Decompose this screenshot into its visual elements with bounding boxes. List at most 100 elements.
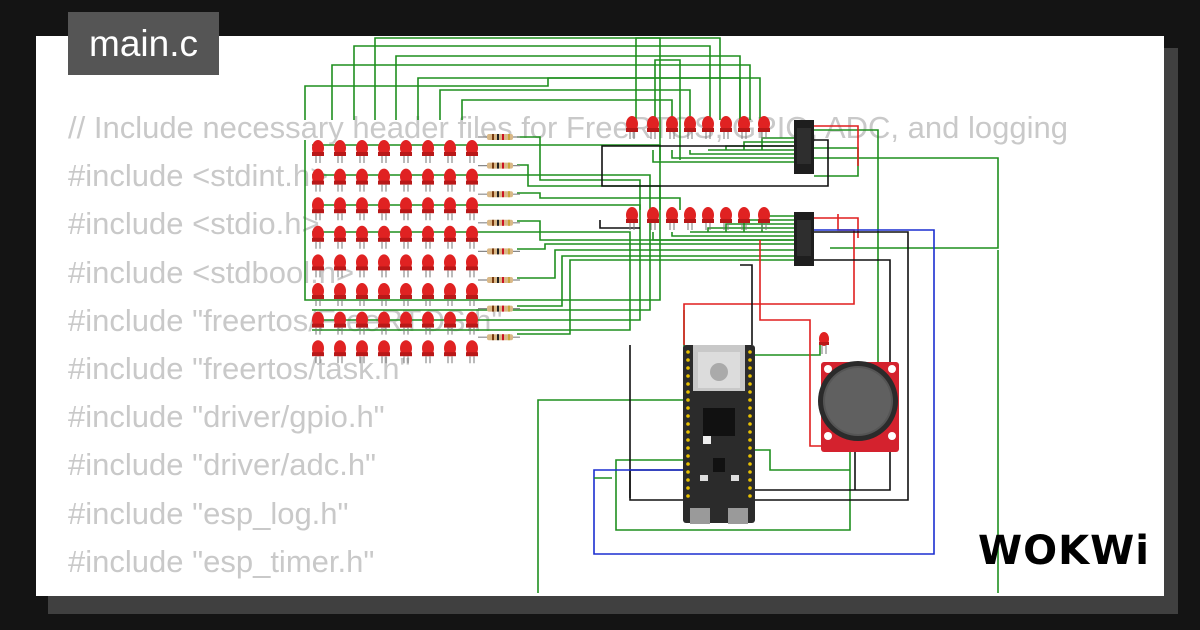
- wire: [517, 136, 641, 210]
- esp-pin: [748, 486, 752, 490]
- esp-pin: [748, 390, 752, 394]
- wire: [517, 164, 661, 210]
- esp-pin: [686, 462, 690, 466]
- matrix-led: [400, 225, 412, 249]
- wire: [353, 45, 711, 120]
- bar-led: [684, 116, 696, 139]
- matrix-led: [378, 225, 390, 249]
- bar-led: [647, 207, 659, 230]
- wire: [461, 99, 673, 120]
- matrix-led: [312, 311, 324, 335]
- wire: [814, 125, 859, 166]
- esp-pin: [748, 366, 752, 370]
- wire: [304, 140, 661, 301]
- matrix-led: [444, 340, 456, 364]
- matrix-led: [334, 225, 346, 249]
- matrix-led: [334, 283, 346, 306]
- matrix-led: [378, 140, 390, 163]
- wire: [814, 217, 859, 238]
- matrix-led: [378, 254, 390, 278]
- bar-led: [738, 207, 750, 230]
- matrix-led: [400, 254, 412, 278]
- resistor: [478, 134, 520, 140]
- matrix-led: [422, 197, 434, 221]
- matrix-led: [356, 311, 368, 335]
- matrix-led: [466, 225, 478, 249]
- wire: [743, 141, 800, 150]
- wire: [629, 231, 909, 501]
- esp-pin: [748, 470, 752, 474]
- matrix-led: [444, 311, 456, 335]
- bar-led: [626, 116, 638, 139]
- matrix-led: [334, 168, 346, 192]
- bar-led: [647, 116, 659, 139]
- esp-pin: [748, 358, 752, 362]
- wire: [652, 232, 800, 241]
- esp-pin: [686, 414, 690, 418]
- matrix-led: [400, 283, 412, 306]
- esp32-board: [683, 345, 755, 524]
- resistor-layer: [478, 134, 520, 341]
- esp-pin: [686, 486, 690, 490]
- esp-pin: [748, 414, 752, 418]
- matrix-led: [356, 140, 368, 163]
- wire: [671, 150, 800, 159]
- bar-led: [720, 116, 732, 139]
- matrix-led: [422, 340, 434, 364]
- matrix-led: [400, 340, 412, 364]
- file-tab[interactable]: main.c: [68, 12, 219, 75]
- matrix-led: [400, 311, 412, 335]
- esp-pin: [748, 446, 752, 450]
- matrix-led: [312, 340, 324, 364]
- esp-pin: [686, 478, 690, 482]
- code-line: // Include necessary header files for Fr…: [68, 110, 1068, 145]
- matrix-led: [466, 197, 478, 221]
- matrix-led: [334, 140, 346, 163]
- matrix-led: [400, 197, 412, 221]
- code-line: #include "esp_log.h": [68, 495, 349, 531]
- esp-pin: [748, 422, 752, 426]
- wire: [517, 243, 800, 250]
- matrix-led: [378, 311, 390, 335]
- wire: [601, 139, 829, 187]
- code-line: #include <stdint.h>: [68, 158, 329, 194]
- matrix-led: [378, 283, 390, 306]
- resistor: [478, 248, 520, 255]
- matrix-led: [356, 197, 368, 221]
- esp-pin: [748, 462, 752, 466]
- matrix-led: [444, 140, 456, 163]
- matrix-led: [422, 311, 434, 335]
- matrix-led: [356, 168, 368, 192]
- matrix-led: [378, 340, 390, 364]
- resistor: [478, 305, 520, 312]
- bar-led: [738, 116, 750, 139]
- bar-led: [702, 116, 714, 139]
- matrix-led: [334, 340, 346, 364]
- matrix-led: [356, 283, 368, 306]
- wire: [814, 147, 859, 177]
- matrix-led: [444, 254, 456, 278]
- wire: [743, 219, 800, 232]
- matrix-led: [400, 140, 412, 163]
- bar-led: [702, 207, 714, 230]
- matrix-led: [422, 254, 434, 278]
- resistor: [478, 219, 520, 226]
- matrix-led: [422, 140, 434, 163]
- wire: [537, 399, 684, 593]
- matrix-led: [466, 283, 478, 306]
- matrix-led: [356, 225, 368, 249]
- wire: [635, 37, 661, 160]
- matrix-led: [466, 140, 478, 163]
- esp-pin: [686, 438, 690, 442]
- code-line: #include <stdbool.h>: [68, 254, 355, 290]
- bar-led: [758, 207, 770, 230]
- matrix-led: [466, 168, 478, 192]
- matrix-led: [378, 197, 390, 221]
- wire: [683, 214, 855, 345]
- code-line: #include <stdio.h>: [68, 206, 320, 242]
- shift-register-2: [794, 212, 814, 266]
- wire: [615, 448, 851, 531]
- code-line: #include "freertos/task.h": [68, 351, 411, 387]
- wire: [374, 37, 721, 120]
